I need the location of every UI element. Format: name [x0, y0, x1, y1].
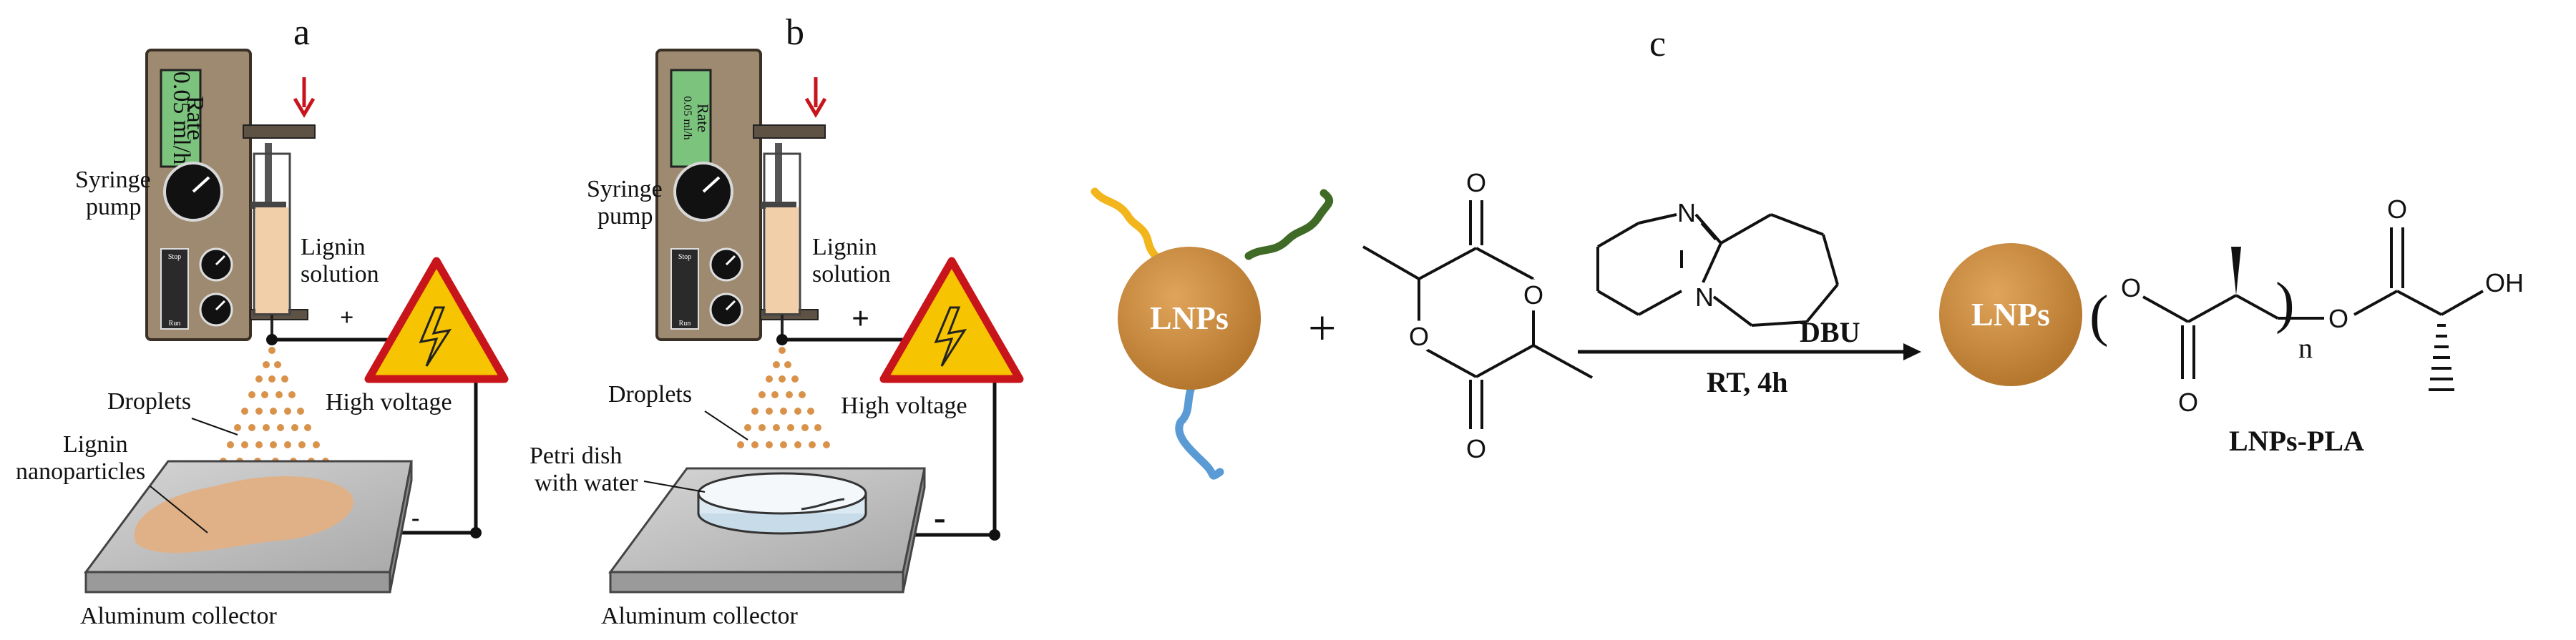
terminal-carbonyl-o: O: [2387, 195, 2407, 224]
syringe-pump: Rate 0.05 ml/h Stop Run: [145, 49, 252, 341]
nanoparticles-label-line2: nanoparticles: [16, 458, 145, 485]
solution-label-line2: solution: [301, 261, 379, 287]
negative-terminal-b: -: [934, 497, 946, 537]
lactide-ring-o-left: O: [1409, 322, 1429, 351]
solution-label-line1: Lignin: [301, 234, 366, 260]
high-voltage-label: High voltage: [326, 389, 452, 415]
collector-label-a: Aluminum collector: [80, 603, 277, 629]
droplets-spray: [220, 347, 329, 465]
petri-dish-icon: [697, 472, 867, 535]
lnp-sphere: [1118, 247, 1261, 390]
chain-blue: [1175, 368, 1224, 480]
pump-buttons: [160, 248, 189, 330]
stop-label-b: Stop: [678, 253, 691, 261]
high-voltage-icon-b: [879, 257, 1024, 383]
high-voltage-label-b: High voltage: [841, 393, 967, 419]
pump-label-line2: pump: [86, 194, 141, 220]
panel-a-label: a: [293, 12, 310, 53]
dbu-n-bottom: N: [1695, 282, 1714, 312]
hydroxyl-group: OH: [2485, 268, 2524, 297]
screen-rate-b: Rate: [694, 104, 712, 132]
run-label-b: Run: [679, 320, 691, 328]
bracket-close: ): [2275, 272, 2295, 335]
pump-screen: [160, 69, 202, 168]
catalyst-label: DBU: [1800, 316, 1860, 348]
dbu-structure: [1596, 213, 1839, 327]
lnp-label: LNPs: [1150, 300, 1229, 336]
lactide-structure: [1362, 200, 1593, 429]
syringe: [243, 124, 316, 340]
wedge-bond: [2231, 247, 2241, 295]
ester-o-1: O: [2121, 273, 2141, 302]
product-lnp-label: LNPs: [1971, 296, 2050, 333]
high-voltage-icon: [364, 257, 509, 383]
syringe-pump-b: Rate 0.05 ml/h Stop Run: [655, 49, 762, 341]
pla-backbone: [2142, 227, 2484, 379]
lactide-ring-o-right: O: [1523, 280, 1543, 310]
dbu-n-top: N: [1677, 198, 1696, 227]
product-lnp-sphere: [1939, 243, 2082, 386]
bracket-open: (: [2089, 285, 2109, 348]
repeat-subscript-n: n: [2298, 332, 2313, 364]
product-label: LNPs-PLA: [2229, 425, 2364, 457]
pump-label-line2-b: pump: [597, 203, 653, 230]
droplets-spray-b: [737, 347, 830, 448]
lignin-solution: [255, 207, 288, 313]
nanoparticles-label-line1: Lignin: [63, 431, 128, 458]
lactide-carbonyl-o-top: O: [1466, 168, 1486, 197]
screen-rate: Rate: [182, 96, 208, 140]
collector-label-b: Aluminum collector: [601, 603, 798, 629]
pump-label-line1: Syringe: [75, 167, 151, 193]
aluminum-collector: [84, 460, 413, 594]
solution-label-line2-b: solution: [812, 261, 891, 287]
ester-o-2: O: [2328, 304, 2348, 333]
hash-bond: [2429, 324, 2454, 391]
run-label: Run: [169, 320, 181, 328]
panel-b-label: b: [786, 12, 804, 53]
screen-value-b: 0.05 ml/h: [681, 96, 693, 139]
panel-b: b Rate 0.05 ml/h Stop Run Syringe pump: [530, 12, 1024, 629]
petri-label-line1: Petri dish: [530, 443, 622, 469]
reaction-plus: +: [1308, 301, 1336, 356]
lactide-carbonyl-o-bottom: O: [1466, 434, 1486, 463]
droplets-label: Droplets: [107, 388, 191, 415]
positive-terminal-b: +: [852, 301, 869, 336]
solution-label-line1-b: Lignin: [812, 234, 877, 260]
panel-c-label: c: [1649, 24, 1666, 64]
stop-label: Stop: [168, 253, 181, 261]
nanoparticle-film: [134, 476, 353, 553]
ester-carbonyl-o: O: [2178, 388, 2198, 417]
panel-a: a Rate 0.05 ml/h Stop Run Syringe pump: [16, 12, 509, 629]
negative-terminal: -: [411, 505, 419, 531]
droplets-label-b: Droplets: [608, 381, 692, 408]
syringe-b: [753, 124, 826, 340]
panel-c: c LNPs + O O O O: [1091, 24, 2524, 480]
screen-value: 0.05 ml/h: [168, 72, 195, 164]
petri-label-line2: with water: [535, 470, 638, 496]
positive-terminal: +: [340, 305, 353, 331]
chain-green: [1244, 189, 1334, 260]
conditions-label: RT, 4h: [1707, 366, 1787, 398]
pump-label-line1-b: Syringe: [587, 176, 663, 202]
